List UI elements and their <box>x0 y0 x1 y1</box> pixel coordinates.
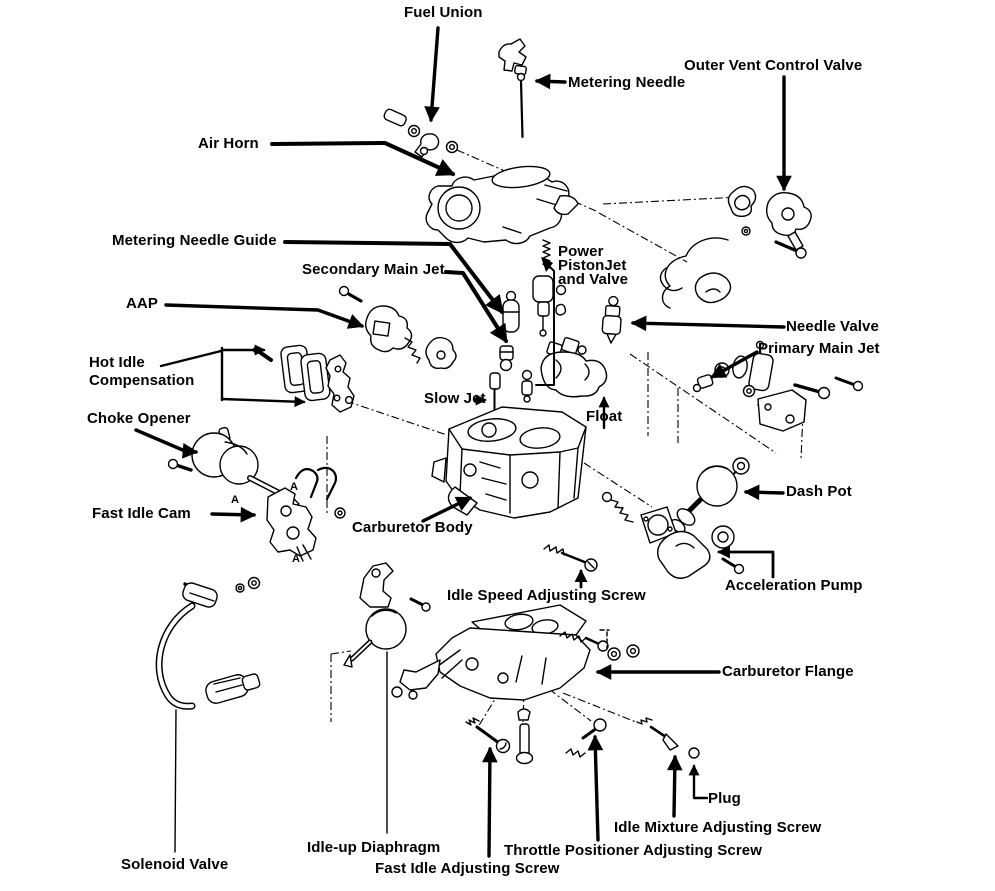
label-acceleration-pump: Acceleration Pump <box>725 577 863 594</box>
leader-power-piston-bracket <box>535 265 555 386</box>
leader-plug <box>688 764 709 800</box>
air-horn-sketch <box>425 165 579 245</box>
hot-idle-compensation-parts-sketch <box>252 344 355 413</box>
idle-speed-screw-sketch <box>543 544 598 572</box>
label-needle-valve: Needle Valve <box>786 318 879 335</box>
label-plug: Plug <box>708 790 741 807</box>
metering-needle-sketch <box>498 38 527 139</box>
label-fuel-union: Fuel Union <box>404 4 483 21</box>
leader-solenoid-valve <box>174 709 177 853</box>
outer-vent-control-valve-sketch <box>727 185 812 259</box>
leader-carburetor-body <box>421 496 473 523</box>
leader-primary-main-jet <box>709 350 759 379</box>
power-piston-arrowhead <box>541 257 553 272</box>
leader-fuel-union <box>424 26 440 123</box>
assembly-mark-a-2: A <box>231 494 239 506</box>
label-secondary-main-jet: Secondary Main Jet <box>302 261 445 278</box>
label-float: Float <box>586 408 623 425</box>
choke-lever-wire-sketch <box>659 237 732 309</box>
label-metering-needle-guide: Metering Needle Guide <box>112 232 277 249</box>
fast-idle-cam-sketch <box>266 466 346 562</box>
carburetor-body-sketch <box>431 406 587 519</box>
label-outer-vent-control-valve: Outer Vent Control Valve <box>684 57 863 74</box>
aap-parts-sketch <box>338 285 457 370</box>
label-power-piston-jet-and-valve: Power PistonJet and Valve <box>558 243 629 288</box>
label-primary-main-jet: Primary Main Jet <box>758 340 880 357</box>
metering-needle-guide-part-sketch <box>502 290 520 333</box>
label-throttle-positioner-adjusting-screw: Throttle Positioner Adjusting Screw <box>504 842 762 859</box>
solenoid-valve-sketch <box>155 576 261 710</box>
label-fast-idle-cam: Fast Idle Cam <box>92 505 191 522</box>
label-air-horn: Air Horn <box>198 135 259 152</box>
label-aap: AAP <box>126 295 158 312</box>
leader-throttle-positioner-adjusting-screw <box>587 734 604 842</box>
fuel-union-parts-sketch <box>383 108 459 158</box>
leader-secondary-main-jet <box>444 270 508 344</box>
slow-jet-part-sketch <box>489 369 533 423</box>
choke-opener-sketch <box>167 426 300 510</box>
leader-acceleration-pump <box>717 545 775 579</box>
acceleration-pump-sketch <box>601 491 745 579</box>
leader-fast-idle-cam <box>210 506 257 523</box>
dash-pot-sketch <box>670 457 750 534</box>
leader-choke-opener <box>134 428 199 459</box>
bottom-screws-sketch <box>465 717 700 759</box>
label-idle-mixture-adjusting-screw: Idle Mixture Adjusting Screw <box>614 819 822 836</box>
leader-idle-mixture-adjusting-screw <box>666 754 683 818</box>
leader-fast-idle-adjusting-screw <box>482 746 498 858</box>
float-sketch <box>540 336 608 398</box>
label-fast-idle-adjusting-screw: Fast Idle Adjusting Screw <box>375 860 560 877</box>
label-carburetor-body: Carburetor Body <box>352 519 473 536</box>
leader-air-horn <box>270 141 456 176</box>
label-metering-needle: Metering Needle <box>568 74 686 91</box>
label-carburetor-flange: Carburetor Flange <box>722 663 854 680</box>
label-dash-pot: Dash Pot <box>786 483 852 500</box>
label-idle-up-diaphragm: Idle-up Diaphragm <box>307 839 441 856</box>
secondary-main-jet-part-sketch <box>499 345 514 372</box>
leader-metering-needle <box>534 73 567 90</box>
carburetor-flange-sketch <box>391 604 640 765</box>
label-solenoid-valve: Solenoid Valve <box>121 856 229 873</box>
needle-valve-part-sketch <box>601 295 622 344</box>
label-slow-jet: Slow Jet <box>424 390 486 407</box>
leader-aap <box>164 303 365 329</box>
idle-up-diaphragm-sketch <box>343 562 431 668</box>
leader-hot-idle-arrow-bottom <box>220 396 306 408</box>
label-hot-idle-compensation: Hot Idle Compensation <box>89 354 195 389</box>
leader-needle-valve <box>630 315 786 332</box>
label-choke-opener: Choke Opener <box>87 410 191 427</box>
assembly-mark-a-3: A <box>292 553 300 565</box>
assembly-mark-a-1: A <box>290 481 298 493</box>
leader-dash-pot <box>743 484 785 501</box>
exploded-axis-lines <box>326 149 804 728</box>
label-idle-speed-adjusting-screw: Idle Speed Adjusting Screw <box>447 587 646 604</box>
